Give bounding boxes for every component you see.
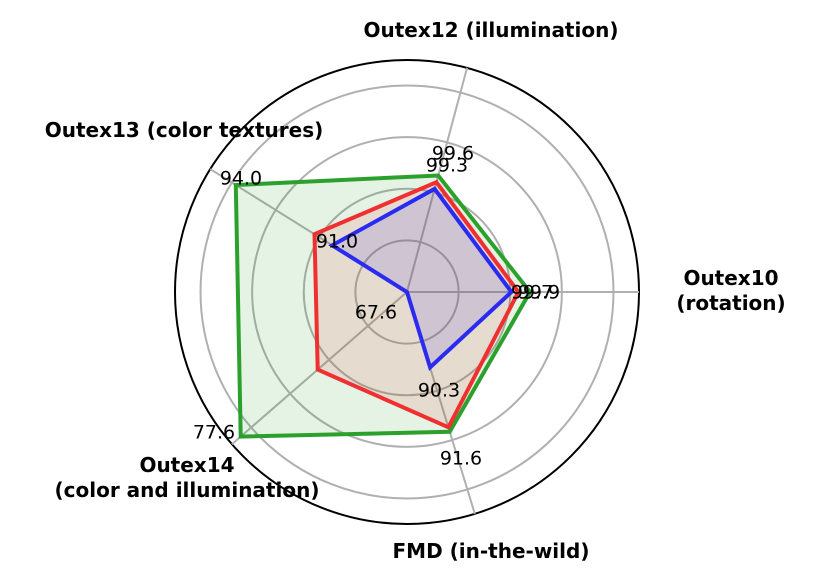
axis-label-4: Outex14(color and illumination) <box>55 453 320 502</box>
inner-value-label: 99.3 <box>426 155 468 177</box>
axis-label-line: (rotation) <box>676 291 785 315</box>
series-line-1 <box>233 173 533 439</box>
inner-value-label: 67.6 <box>355 302 397 324</box>
axis-label-line: (color and illumination) <box>55 478 320 502</box>
series-line-2 <box>312 179 521 430</box>
axis-label-2: Outex12 (illumination) <box>364 18 619 42</box>
axis-label-3: Outex13 (color textures) <box>45 118 324 142</box>
axis-label-1: Outex10(rotation) <box>676 266 785 315</box>
axis-labels: Outex10(rotation) Outex12 (illumination) O… <box>45 18 786 563</box>
value-label: 77.6 <box>193 422 235 444</box>
value-label: 99.9 <box>518 282 560 304</box>
series-line-3 <box>328 186 515 372</box>
axis-label-line: Outex14 <box>139 453 234 477</box>
series-fill-1 <box>235 175 531 437</box>
series-fill-2 <box>314 182 519 428</box>
axis-label-line: Outex12 (illumination) <box>364 18 619 42</box>
axis-label-5: FMD (in-the-wild) <box>393 539 590 563</box>
inner-value-label: 99.7 <box>511 282 553 304</box>
value-label: 99.6 <box>432 143 474 165</box>
inner-value-label: 90.3 <box>418 380 460 402</box>
inner-value-label: 91.0 <box>316 231 358 253</box>
radar-series <box>233 173 533 439</box>
value-label: 91.6 <box>440 448 482 470</box>
value-label: 94.0 <box>220 168 262 190</box>
axis-label-line: FMD (in-the-wild) <box>393 539 590 563</box>
value-labels: 99.9 99.6 94.0 77.6 91.6 99.7 99.3 91.0 67.6 90.3 <box>193 143 560 470</box>
axis-label-line: Outex10 <box>683 266 778 290</box>
axis-label-line: Outex13 (color textures) <box>45 118 324 142</box>
